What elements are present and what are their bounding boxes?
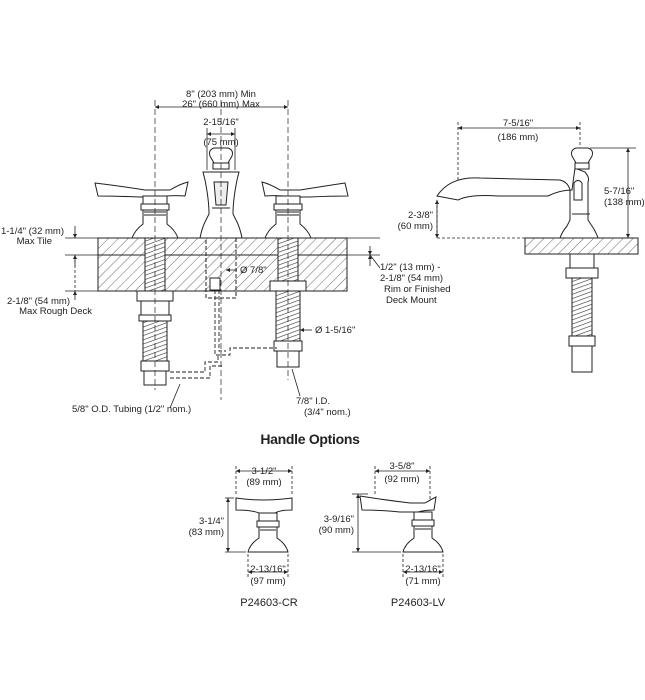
side-shank	[565, 253, 599, 373]
spread-min-label: 8" (203 mm) Min	[186, 89, 256, 100]
max-tile-label: Max Tile	[16, 236, 52, 247]
side-dimensions	[435, 122, 636, 239]
height-label: 5-7/16"	[604, 186, 635, 197]
max-rough-dimension: 2-1/8" (54 mm)	[6, 296, 70, 307]
lv-width-mm-label: (92 mm)	[384, 474, 420, 485]
rim-label-4: Deck Mount	[386, 295, 437, 306]
diameter-shank-label: Ø 1-5/16"	[315, 325, 356, 336]
spout-width-mm-label: (75 mm)	[203, 137, 239, 148]
cr-base-label: 2-13/16"	[250, 564, 286, 575]
front-dimensions	[65, 105, 381, 409]
id-label-2: (3/4" nom.)	[304, 407, 351, 418]
lv-base-mm-label: (71 mm)	[405, 576, 441, 587]
tubing-label: 5/8" O.D. Tubing (1/2" nom.)	[72, 404, 192, 415]
height-mm-label: (138 mm)	[604, 197, 645, 208]
cr-width-mm-label: (89 mm)	[246, 477, 282, 488]
reach-label: 7-5/16"	[502, 118, 534, 129]
diameter-top-label: Ø 7/8"	[240, 265, 267, 276]
spout-height-label: 2-3/8"	[407, 210, 433, 221]
right-shank	[269, 100, 307, 380]
max-tile-dimension: 1-1/4" (32 mm)	[0, 226, 64, 237]
max-rough-label: Max Rough Deck	[19, 306, 92, 317]
side-spout	[436, 147, 599, 239]
rim-label-2: 2-1/8" (54 mm)	[380, 273, 444, 284]
lv-base-label: 2-13/16"	[405, 564, 441, 575]
cr-base-mm-label: (97 mm)	[250, 576, 286, 587]
left-shank	[136, 100, 174, 390]
cr-width-label: 3-1/2"	[251, 466, 277, 477]
reach-mm-label: (186 mm)	[497, 132, 539, 143]
handle-cr-dimensions	[225, 466, 293, 578]
id-label-1: 7/8" I.D.	[296, 396, 330, 407]
lv-height-mm-label: (90 mm)	[318, 525, 354, 536]
deck-rough-layer	[97, 254, 348, 292]
deck-tile-layer	[97, 237, 348, 256]
side-deck	[524, 237, 639, 255]
lv-height-label: 3-9/16"	[323, 514, 354, 525]
spout-width-label: 2-15/16"	[203, 117, 239, 128]
lv-width-label: 3-5/8"	[389, 461, 415, 472]
spread-max-label: 26" (660 mm) Max	[182, 99, 260, 110]
cr-height-mm-label: (83 mm)	[188, 527, 224, 538]
right-handle	[261, 181, 349, 239]
cr-height-label: 3-1/4"	[198, 516, 224, 527]
supply-tubing	[170, 290, 277, 379]
handle-lv-drawing	[359, 495, 444, 553]
handle-lv-dimensions	[352, 466, 444, 578]
handle-cr-drawing	[235, 497, 293, 553]
rim-label-1: 1/2" (13 mm) -	[380, 262, 441, 273]
left-handle	[94, 181, 189, 239]
center-spout	[199, 100, 243, 400]
lv-model-label: P24603-LV	[390, 597, 446, 609]
spout-height-mm-label: (60 mm)	[397, 221, 433, 232]
cr-model-label: P24603-CR	[240, 597, 298, 609]
rim-label-3: Rim or Finished	[384, 284, 451, 295]
handle-options-title: Handle Options	[260, 431, 360, 447]
